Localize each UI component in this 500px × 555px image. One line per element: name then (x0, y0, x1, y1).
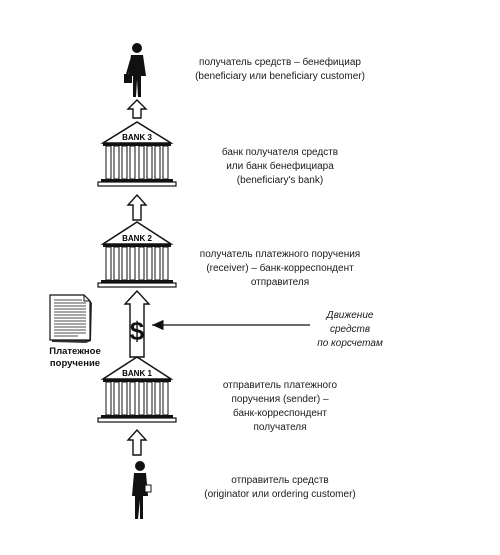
bank1-label-line: поручения (sender) – (231, 394, 329, 405)
beneficiary-label: получатель средств – бенефициар (benefic… (175, 56, 385, 84)
payment-order-caption-line: Платежное (49, 346, 101, 357)
bank1-building-icon: BANK 1 (97, 356, 177, 423)
bank2-label: получатель платежного поручения (receive… (185, 248, 375, 290)
bank2-label-line: отправителя (250, 277, 310, 288)
flow-label-line: средств (329, 324, 371, 335)
arrow-originator-to-bank1 (126, 428, 148, 456)
bank3-label-line: банк получателя средств (221, 147, 339, 158)
originator-label-line: отправитель средств (231, 475, 329, 486)
bank3-name: BANK 3 (122, 133, 152, 142)
beneficiary-label-line: получатель средств – бенефициар (199, 57, 361, 68)
bank3-building-icon: BANK 3 (97, 121, 177, 187)
bank1-label-line: банк-корреспондент (232, 408, 328, 419)
beneficiary-person-icon (124, 43, 146, 97)
beneficiary-label-line: (beneficiary или beneficiary customer) (195, 71, 365, 82)
payment-order-caption: Платежное поручение (35, 346, 115, 370)
bank1-label-line: получателя (253, 422, 307, 433)
bank3-label-line: или банк бенефициара (226, 161, 334, 172)
dollar-sign-icon: $ (130, 316, 145, 346)
bank1-name: BANK 1 (122, 369, 152, 378)
bank1-label-line: отправитель платежного (222, 380, 338, 391)
arrow-bank3-to-beneficiary (126, 99, 148, 119)
bank2-label-line: (receiver) – банк-корреспондент (206, 263, 354, 274)
bank2-label-line: получатель платежного поручения (199, 249, 361, 260)
flow-label: Движение средств по корсчетам (300, 309, 400, 351)
bank3-label: банк получателя средств или банк бенефиц… (195, 146, 365, 188)
bank2-building-icon: BANK 2 (97, 221, 177, 288)
flow-label-line: по корсчетам (317, 338, 383, 349)
arrow-bank1-to-bank2 (123, 289, 151, 358)
bank3-label-line: (beneficiary's bank) (236, 175, 324, 186)
originator-person-icon (132, 461, 152, 519)
flow-label-line: Движение (326, 310, 374, 321)
originator-label-line: (originator или ordering customer) (204, 489, 356, 500)
bank1-label: отправитель платежного поручения (sender… (205, 379, 355, 435)
payment-order-caption-line: поручение (49, 358, 101, 369)
arrow-bank2-to-bank3 (126, 193, 148, 221)
bank2-name: BANK 2 (122, 234, 152, 243)
originator-label: отправитель средств (originator или orde… (185, 474, 375, 502)
payment-order-document-icon (49, 294, 92, 343)
